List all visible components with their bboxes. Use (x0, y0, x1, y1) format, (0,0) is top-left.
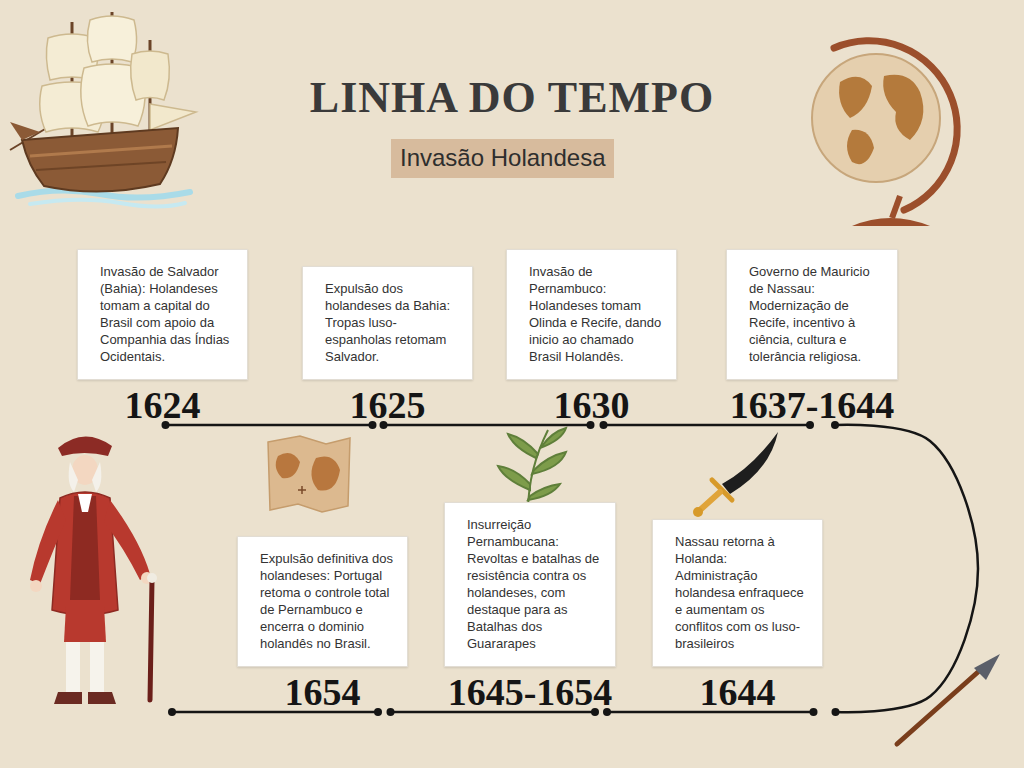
man-illustration-part (69, 462, 102, 492)
man-illustration-part (147, 573, 157, 583)
event-description: Nassau retorna à Holanda: Administração … (652, 519, 823, 667)
event-year: 1654 (237, 672, 408, 712)
man-illustration-part (66, 642, 80, 692)
ship-illustration-part (150, 104, 196, 130)
globe-illustration (812, 41, 957, 226)
timeline-segment-part (374, 708, 382, 716)
timeline-title: LINHA DO TEMPO (0, 72, 1024, 124)
ship-illustration-part (22, 128, 178, 192)
fern-icon (498, 428, 566, 512)
event-node: Nassau retorna à Holanda: Administração … (652, 519, 843, 712)
timeline-segment-part (168, 708, 176, 716)
ship-illustration-part (30, 200, 185, 207)
globe-illustration-part (812, 54, 940, 182)
event-year: 1645-1654 (444, 672, 616, 712)
timeline-connector (835, 425, 978, 712)
event-description: Governo de Mauricio de Nassau: Moderniza… (726, 249, 898, 380)
fern-icon-part (540, 428, 566, 448)
globe-illustration-part (834, 41, 957, 210)
map-icon-part (276, 453, 300, 478)
sword-icon (693, 432, 778, 517)
man-illustration (30, 436, 157, 704)
man-illustration-part (54, 692, 82, 704)
fern-icon-part (498, 466, 530, 490)
ship-illustration-part (10, 122, 40, 140)
event-year: 1644 (652, 672, 823, 712)
event-node: Expulsão dos holandeses da Bahia: Tropas… (302, 266, 473, 425)
man-illustration-part (90, 642, 104, 692)
event-description: Invasão de Salvador (Bahia): Holandeses … (77, 249, 248, 380)
man-illustration-part (78, 494, 92, 512)
fern-icon-part (508, 434, 538, 458)
man-illustration-part (64, 606, 106, 642)
event-year: 1630 (506, 385, 677, 425)
sword-icon-part (700, 492, 720, 510)
man-illustration-part (88, 692, 116, 704)
sword-icon-part (722, 432, 778, 494)
globe-illustration-part (892, 196, 900, 218)
globe-illustration-part (839, 77, 872, 118)
event-description: Insurreição Pernambucana: Revoltas e bat… (444, 502, 616, 667)
fern-icon-part (528, 484, 560, 500)
ship-illustration-part (87, 16, 136, 62)
map-icon (268, 436, 350, 512)
event-node: Expulsão definitiva dos holandeses: Port… (237, 536, 408, 712)
man-illustration-part (58, 436, 112, 456)
map-icon-part (311, 457, 340, 491)
ship-illustration (10, 12, 196, 207)
event-node: Invasão de Salvador (Bahia): Holandeses … (77, 249, 248, 425)
spear-icon-part (974, 654, 1000, 680)
event-description: Expulsão definitiva dos holandeses: Port… (237, 536, 408, 667)
subtitle-text: Invasão Holandesa (391, 139, 614, 178)
event-description: Invasão de Pernambuco: Holandeses tomam … (506, 249, 677, 380)
event-description: Expulsão dos holandeses da Bahia: Tropas… (302, 266, 473, 380)
ship-illustration-part (30, 146, 172, 156)
ship-illustration-part (36, 162, 166, 170)
event-node: Invasão de Pernambuco: Holandeses tomam … (506, 249, 677, 425)
man-illustration-part (150, 580, 152, 700)
map-icon-part (298, 486, 306, 494)
sword-icon-part (693, 507, 703, 517)
subtitle-band: Invasão Holandesa (391, 139, 614, 178)
globe-illustration-part (883, 75, 923, 140)
timeline-dot (810, 708, 818, 716)
timeline-dot (387, 708, 395, 716)
event-year: 1624 (77, 385, 248, 425)
ship-illustration-part (131, 51, 170, 100)
event-year: 1625 (302, 385, 473, 425)
globe-illustration-part (847, 130, 874, 164)
map-icon-part (268, 436, 350, 512)
globe-illustration-part (852, 218, 930, 226)
spear-icon-part (897, 672, 978, 744)
spear-icon (897, 654, 1000, 744)
man-illustration-part (104, 500, 150, 580)
event-node: Insurreição Pernambucana: Revoltas e bat… (444, 502, 616, 712)
event-node: Governo de Mauricio de Nassau: Moderniza… (726, 249, 898, 425)
timeline-dot (832, 708, 840, 716)
man-illustration-part (30, 580, 42, 592)
man-illustration-part (30, 500, 66, 584)
event-year: 1637-1644 (726, 385, 898, 425)
